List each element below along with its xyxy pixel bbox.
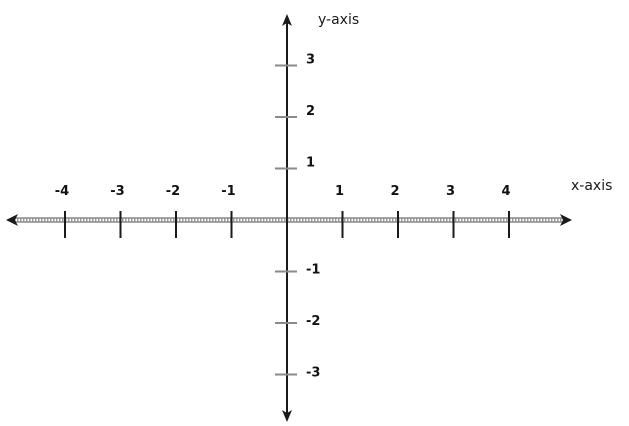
y-tick-label: -1	[306, 263, 320, 278]
y-axis-top-arrow	[282, 14, 292, 26]
x-tick-label: -4	[55, 184, 69, 199]
x-axis-left-arrow	[6, 214, 18, 226]
x-axis-ticks: -4 -3 -2 -1 1 2 3 4	[55, 184, 511, 238]
x-axis	[6, 214, 572, 226]
y-tick-label: 1	[306, 156, 315, 171]
y-axis-bottom-arrow	[282, 410, 292, 422]
x-tick-label: 1	[335, 184, 344, 199]
y-tick-label: -2	[306, 314, 320, 329]
x-tick-label: -3	[110, 184, 124, 199]
x-tick-label: 3	[446, 184, 455, 199]
y-tick-label: -3	[306, 366, 320, 381]
y-axis-title: y-axis	[318, 12, 359, 28]
y-axis	[282, 14, 292, 422]
x-axis-title: x-axis	[571, 178, 612, 194]
x-tick-label: 2	[390, 184, 399, 199]
x-axis-right-arrow	[560, 214, 572, 226]
y-axis-ticks: 3 2 1 -1 -2 -3	[275, 53, 320, 381]
y-tick-label: 2	[306, 104, 315, 119]
y-tick-label: 3	[306, 53, 315, 68]
x-tick-label: 4	[501, 184, 510, 199]
x-tick-label: -2	[166, 184, 180, 199]
x-tick-label: -1	[221, 184, 235, 199]
